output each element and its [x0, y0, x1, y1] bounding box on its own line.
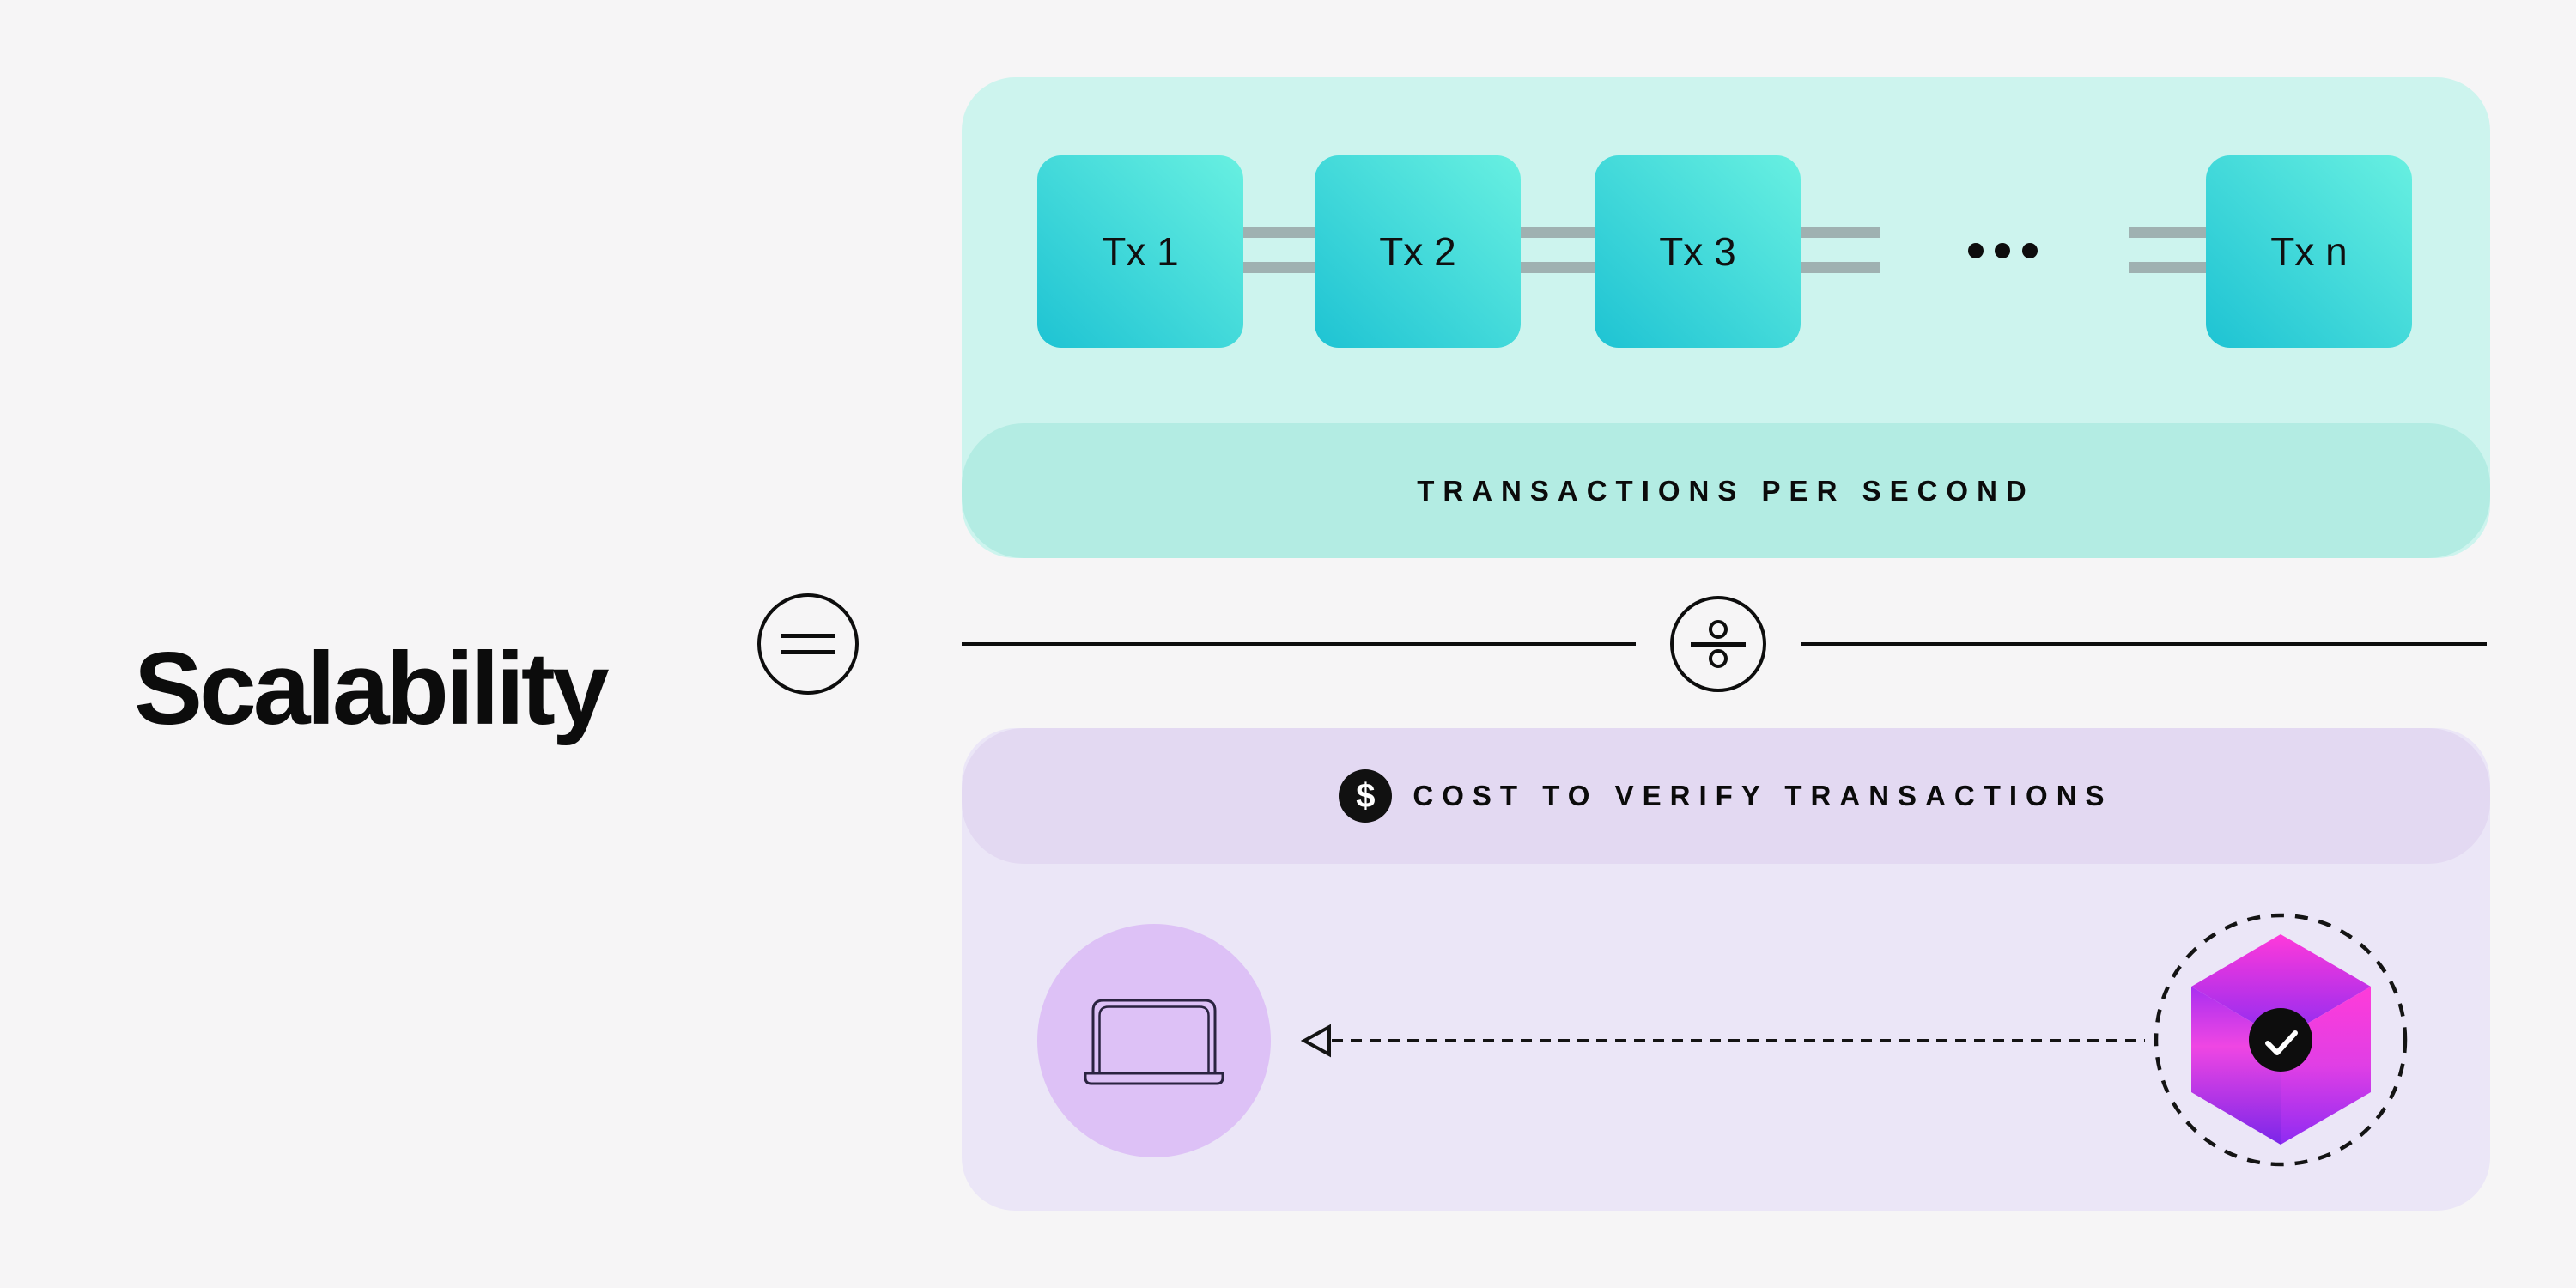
- dashed-ring-icon: [2154, 913, 2408, 1167]
- numerator-label: TRANSACTIONS PER SECOND: [1417, 474, 2035, 507]
- divide-dot-bottom: [1709, 649, 1728, 668]
- denominator-label: COST TO VERIFY TRANSACTIONS: [1413, 780, 2113, 811]
- equals-line-bottom: [781, 650, 835, 654]
- tx-block-1-label: Tx 1: [1102, 229, 1179, 274]
- dollar-symbol: $: [1356, 776, 1376, 815]
- chain-link-2: [1521, 227, 1595, 273]
- laptop-circle: [1037, 924, 1271, 1157]
- numerator-panel: Tx 1 Tx 2 Tx 3 Tx n TRANSACTIONS P: [962, 77, 2490, 558]
- verified-block-cube-icon: [2191, 934, 2371, 1145]
- tx-block-n: Tx n: [2206, 155, 2412, 348]
- verified-block-group: [2153, 912, 2409, 1168]
- dashed-arrow-left-icon: [1301, 1024, 2145, 1058]
- fraction-line-left: [962, 642, 1636, 646]
- equals-line-top: [781, 634, 835, 638]
- divide-bar: [1691, 641, 1746, 647]
- numerator-label-band: TRANSACTIONS PER SECOND: [962, 423, 2490, 558]
- chain-link-3: [1801, 227, 1880, 273]
- check-circle: [2249, 1008, 2312, 1072]
- tx-block-n-label: Tx n: [2270, 229, 2348, 274]
- checkmark-icon: [2265, 1030, 2298, 1055]
- tx-block-2-label: Tx 2: [1379, 229, 1456, 274]
- denominator-label-band: $ COST TO VERIFY TRANSACTIONS: [962, 728, 2490, 864]
- chain-link-1: [1243, 227, 1315, 273]
- ellipsis-dots-icon: [1968, 243, 2045, 258]
- laptop-icon: [1084, 999, 1224, 1085]
- divide-dot-top: [1709, 620, 1728, 639]
- page-title: Scalability: [134, 631, 610, 747]
- denominator-panel: $ COST TO VERIFY TRANSACTIONS: [962, 728, 2490, 1211]
- divide-icon: [1670, 596, 1766, 692]
- fraction-line-right: [1801, 642, 2487, 646]
- tx-block-3-label: Tx 3: [1659, 229, 1736, 274]
- tx-block-1: Tx 1: [1037, 155, 1243, 348]
- chain-link-4: [2129, 227, 2206, 273]
- tx-block-3: Tx 3: [1595, 155, 1801, 348]
- dollar-icon: $: [1339, 769, 1393, 823]
- equals-icon: [757, 593, 859, 695]
- tx-block-2: Tx 2: [1315, 155, 1521, 348]
